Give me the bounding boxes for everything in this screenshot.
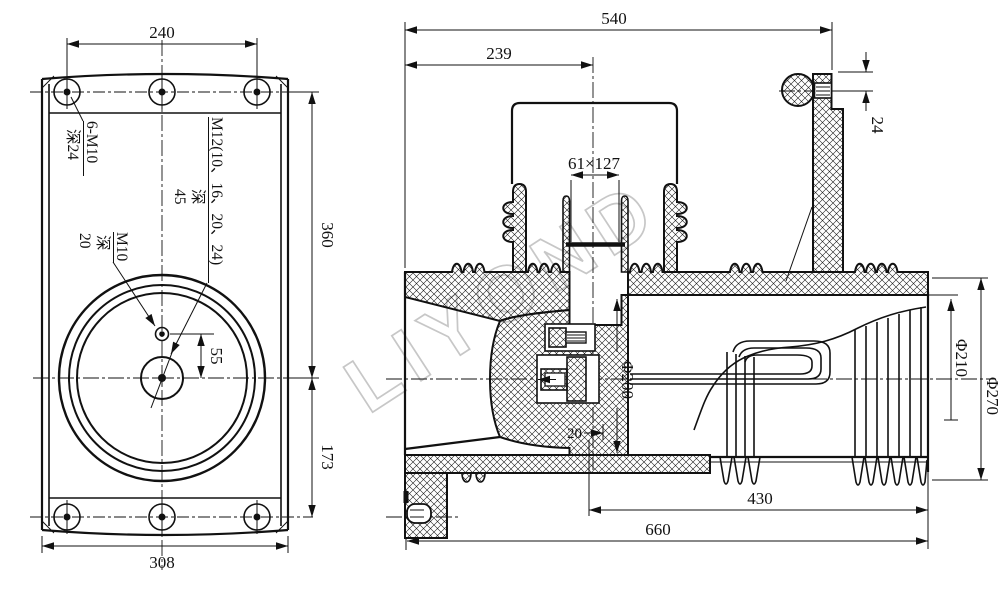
dim-430: 430 [589, 464, 929, 549]
plate-side-edges [40, 79, 290, 530]
slot-wall-left [562, 195, 571, 273]
dim-308: 308 [41, 536, 289, 572]
dim-24-text: 24 [868, 117, 887, 135]
label-6-m10-text: 6-M10 [83, 121, 100, 163]
contact-inserts [536, 323, 600, 404]
dim-173: 173 [308, 378, 337, 517]
dim-660: 660 [405, 520, 928, 550]
label-m12-depth-word: 深 [189, 189, 207, 205]
dim-phi200-text: Φ200 [618, 361, 637, 399]
dim-phi270-text: Φ270 [983, 377, 1000, 415]
label-m12: M12(10、16、20、24) 深 45 [171, 117, 225, 283]
dim-20: 20 [567, 424, 604, 516]
label-m10-text: M10 [113, 232, 130, 262]
mounting-holes [53, 75, 271, 534]
dim-61x127-text: 61×127 [568, 154, 621, 173]
chamber-outline [510, 101, 679, 184]
m10-hole [154, 326, 170, 342]
foot-insert [406, 503, 432, 524]
dim-540-text: 540 [601, 9, 627, 28]
lug-column [812, 73, 844, 273]
dim-360-text: 360 [318, 222, 337, 248]
dim-61x127: 61×127 [568, 154, 621, 242]
dim-55-text: 55 [207, 348, 226, 365]
hole-centerlines [30, 91, 313, 518]
label-m12-depth-value: 45 [171, 189, 188, 205]
label-m10-depth-value: 20 [76, 233, 93, 249]
diagonal-centerline [150, 349, 174, 409]
foot-notch [403, 491, 409, 503]
dim-360: 360 [294, 91, 337, 379]
front-view: 240 360 173 308 55 6-M10 [30, 23, 337, 572]
dim-173-text: 173 [318, 444, 337, 470]
epoxy-band-left [404, 262, 571, 323]
epoxy-band-right [627, 262, 929, 296]
lug-edge-line [785, 206, 813, 282]
dim-phi200: Φ200 [613, 299, 637, 453]
dim-430-text: 430 [747, 489, 773, 508]
dim-660-text: 660 [645, 520, 671, 539]
dim-239: 239 [405, 44, 593, 69]
plate-fins [461, 472, 486, 483]
lug-knob [781, 73, 815, 107]
dim-24: 24 [838, 52, 887, 134]
section-view: 61×127 24 [386, 9, 1000, 550]
lug-insert-threads [816, 86, 830, 96]
dim-308-text: 308 [149, 553, 175, 572]
corner-chamfers [41, 75, 289, 534]
funnel-lower-edge [404, 435, 501, 451]
spout-circles [57, 273, 267, 483]
left-wall-sheds [502, 182, 527, 273]
tube-side-view [630, 292, 930, 486]
dim-20-text: 20 [567, 426, 582, 442]
dim-240: 240 [66, 23, 258, 84]
dim-240-text: 240 [149, 23, 175, 42]
label-m10: M10 深 20 [76, 232, 156, 327]
plate-bottom-edge [41, 528, 289, 537]
dim-239-text: 239 [486, 44, 512, 63]
right-wall-sheds [663, 182, 688, 273]
label-m12-text: M12(10、16、20、24) [208, 117, 225, 265]
dim-phi210: Φ210 [926, 294, 971, 421]
foot-insert-lines [410, 509, 424, 518]
label-6-m10: 6-M10 深24 [64, 96, 100, 176]
dim-55: 55 [170, 333, 226, 378]
bottom-plate [404, 454, 711, 474]
plate-top-edge [41, 72, 289, 81]
slot-wall-right [620, 195, 629, 273]
label-m10-depth-word: 深 [94, 235, 112, 251]
plate-inner-lines [48, 84, 282, 526]
label-6-m10-depth-text: 深24 [64, 129, 82, 160]
m12-leader-line [170, 282, 208, 355]
dim-phi270: Φ270 [932, 277, 1000, 481]
dim-phi210-text: Φ210 [952, 339, 971, 377]
